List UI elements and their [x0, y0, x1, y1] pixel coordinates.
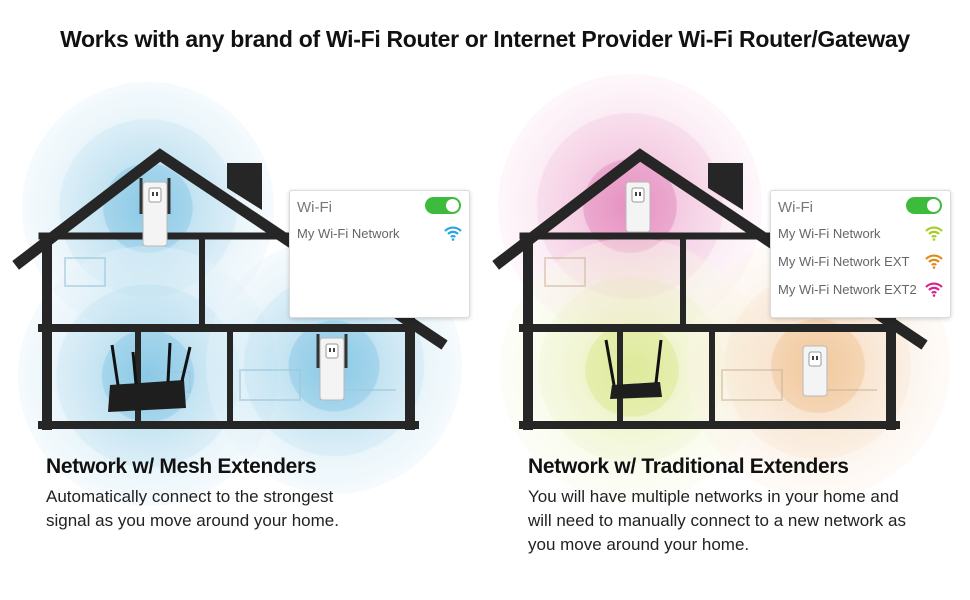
caption-traditional: Network w/ Traditional Extenders You wil…: [528, 455, 908, 557]
toggle-knob: [446, 199, 459, 212]
wifi-header: Wi-Fi: [778, 199, 813, 216]
traditional-extender-bottom: [802, 345, 828, 397]
wifi-toggle[interactable]: [425, 197, 461, 214]
wifi-header: Wi-Fi: [297, 199, 332, 216]
caption-mesh: Network w/ Mesh Extenders Automatically …: [46, 455, 376, 533]
network-item[interactable]: My Wi-Fi Network EXT2: [778, 282, 917, 297]
caption-description: You will have multiple networks in your …: [528, 487, 906, 554]
network-item[interactable]: My Wi-Fi Network: [778, 226, 881, 241]
coverage-zone-router: [500, 238, 764, 502]
chimney: [227, 163, 262, 210]
mesh-router: [108, 342, 192, 412]
wifi-icon: [925, 282, 943, 297]
wifi-icon: [925, 226, 943, 241]
toggle-knob: [927, 199, 940, 212]
network-item[interactable]: My Wi-Fi Network EXT: [778, 254, 910, 269]
caption-title: Network w/ Mesh Extenders: [46, 455, 317, 478]
wifi-toggle[interactable]: [906, 197, 942, 214]
mesh-extender-bottom: [316, 334, 348, 401]
traditional-extender-top: [625, 181, 651, 233]
network-item[interactable]: My Wi-Fi Network: [297, 226, 400, 241]
caption-title: Network w/ Traditional Extenders: [528, 455, 849, 478]
wifi-panel-traditional: Wi-Fi My Wi-Fi Network My Wi-Fi Network …: [770, 190, 951, 318]
wifi-icon: [925, 254, 943, 269]
wifi-panel-mesh: Wi-Fi My Wi-Fi Network: [289, 190, 470, 318]
wifi-icon: [444, 226, 462, 241]
chimney: [708, 163, 743, 210]
page-title: Works with any brand of Wi-Fi Router or …: [60, 26, 910, 52]
mesh-extender-top: [139, 178, 171, 247]
traditional-router: [604, 339, 663, 399]
coverage-zone-router: [18, 246, 278, 506]
caption-description: Automatically connect to the strongest s…: [46, 487, 339, 530]
